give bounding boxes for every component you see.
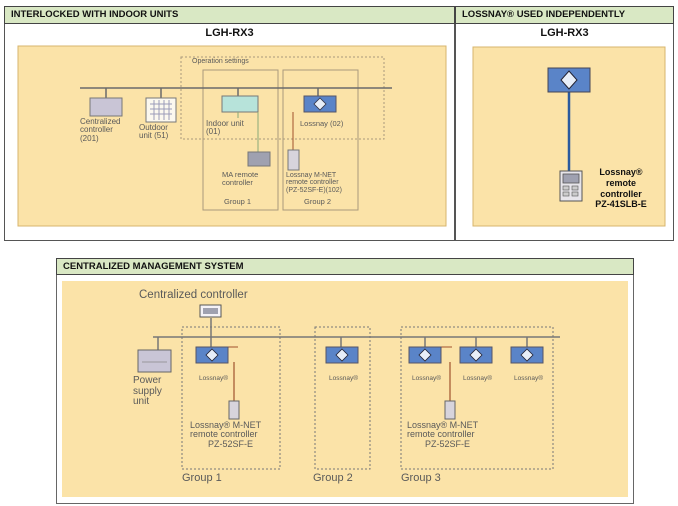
outdoor-unit-device — [145, 97, 177, 123]
bottom-group1-box — [181, 326, 281, 470]
mnet-remote-device-top — [287, 149, 300, 171]
bottom-group3-box — [400, 326, 554, 470]
group1-box — [202, 69, 279, 211]
bottom-group3-label: Group 3 — [401, 472, 441, 484]
bottom-lossnay-g3b — [459, 346, 493, 364]
lossnay-label-g3b: Lossnay® — [463, 375, 492, 382]
interlocked-header: INTERLOCKED WITH INDOOR UNITS — [4, 6, 455, 24]
bottom-remote-g3 — [444, 400, 456, 420]
centralized-header: CENTRALIZED MANAGEMENT SYSTEM — [56, 258, 634, 275]
bottom-group2-box — [314, 326, 371, 470]
lossnay-label-g2: Lossnay® — [329, 375, 358, 382]
bottom-remote-label-g3: Lossnay® M-NET remote controller PZ-52SF… — [407, 420, 479, 449]
group2-box — [282, 69, 359, 211]
interlocked-diagram-area — [17, 45, 447, 227]
independent-model: LGH-RX3 — [540, 27, 589, 39]
outdoor-unit-label: Outdoor unit (51) — [139, 123, 169, 141]
group2-label-top: Group 2 — [304, 197, 332, 206]
independent-header: LOSSNAY® USED INDEPENDENTLY — [455, 6, 674, 24]
centralized-controller-device — [89, 97, 123, 117]
bottom-lossnay-g1 — [195, 346, 229, 364]
ma-remote-label: MA remote controller — [222, 170, 259, 187]
independent-remote-label: Lossnay® remote controller PZ-41SLB-E — [595, 167, 647, 210]
lossnay-label-g3c: Lossnay® — [514, 375, 543, 382]
lossnay-02-label: Lossnay (02) — [300, 119, 344, 128]
ma-remote-device — [247, 151, 271, 167]
lossnay-label-g3a: Lossnay® — [412, 375, 441, 382]
lossnay-label-g1: Lossnay® — [199, 375, 228, 382]
group1-label-top: Group 1 — [224, 197, 252, 206]
bottom-lossnay-g3a — [408, 346, 442, 364]
operation-settings-label: Operation settings — [192, 58, 249, 65]
bottom-group1-label: Group 1 — [182, 472, 222, 484]
mnet-remote-label-top: Lossnay M-NET remote controller (PZ-52SF… — [286, 172, 343, 194]
bottom-remote-g1 — [228, 400, 240, 420]
bottom-centralized-controller-label: Centralized controller — [139, 289, 248, 301]
operation-settings-box — [180, 56, 385, 140]
power-supply-device — [137, 349, 172, 373]
interlocked-model: LGH-RX3 — [205, 27, 254, 39]
centralized-controller-label: Centralized controller (201) — [80, 117, 121, 143]
centralized-diagram-area — [62, 281, 628, 497]
power-supply-label: Power supply unit — [133, 375, 162, 407]
bottom-lossnay-g3c — [510, 346, 544, 364]
indoor-unit-label: Indoor unit (01) — [206, 119, 244, 137]
bottom-lossnay-g2 — [325, 346, 359, 364]
bottom-remote-label-g1: Lossnay® M-NET remote controller PZ-52SF… — [190, 420, 262, 449]
indoor-unit-device — [221, 95, 259, 113]
bottom-group2-label: Group 2 — [313, 472, 353, 484]
